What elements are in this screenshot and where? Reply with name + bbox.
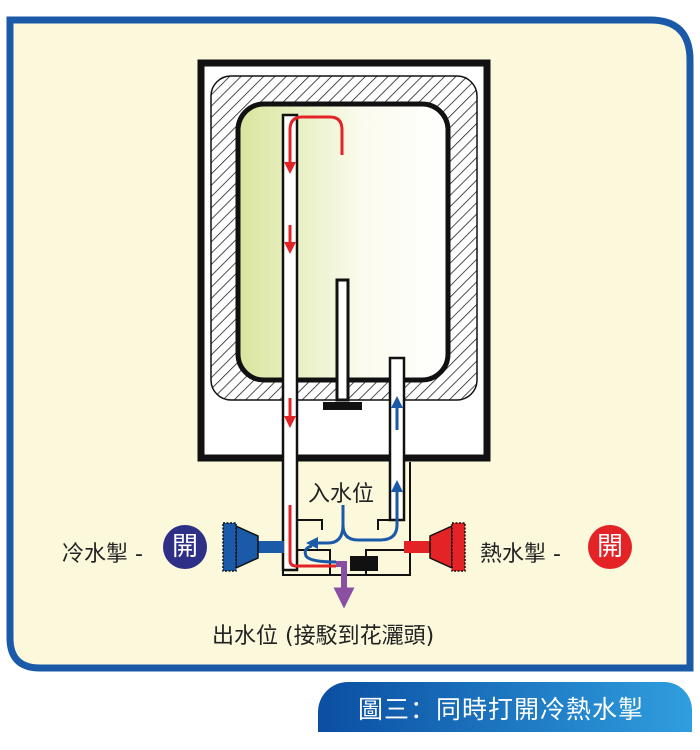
hot-tap-grip [451,522,466,572]
cold-flow-loop [303,544,337,564]
cold-tap-pipe [258,541,284,553]
mixed-flow-arrow [333,561,355,609]
cold-tap-label: 冷水掣 - [62,542,143,567]
cold-tap-open-badge: 開 [163,525,207,569]
hot-tap-open-badge: 開 [588,525,632,569]
figure-caption: 圖三：同時打開冷熱水掣 [318,682,692,732]
heating-element [335,278,350,402]
hot-flow-top [284,115,344,174]
hot-tap-label: 熱水掣 - [480,542,561,567]
valve-seal [350,556,378,571]
hot-outlet-pipe [281,113,299,572]
heating-element-base [323,402,362,410]
outlet-label: 出水位 (接駁到花灑頭) [212,624,435,649]
hot-tap-pipe [404,541,432,553]
figure-caption-text: 圖三：同時打開冷熱水掣 [358,695,645,724]
hot-flow-valve [288,505,336,568]
cold-flow-mix [306,524,345,549]
valve-inner [296,462,405,575]
cold-tap-grip [222,522,237,572]
inlet-label: 入水位 [308,482,375,507]
